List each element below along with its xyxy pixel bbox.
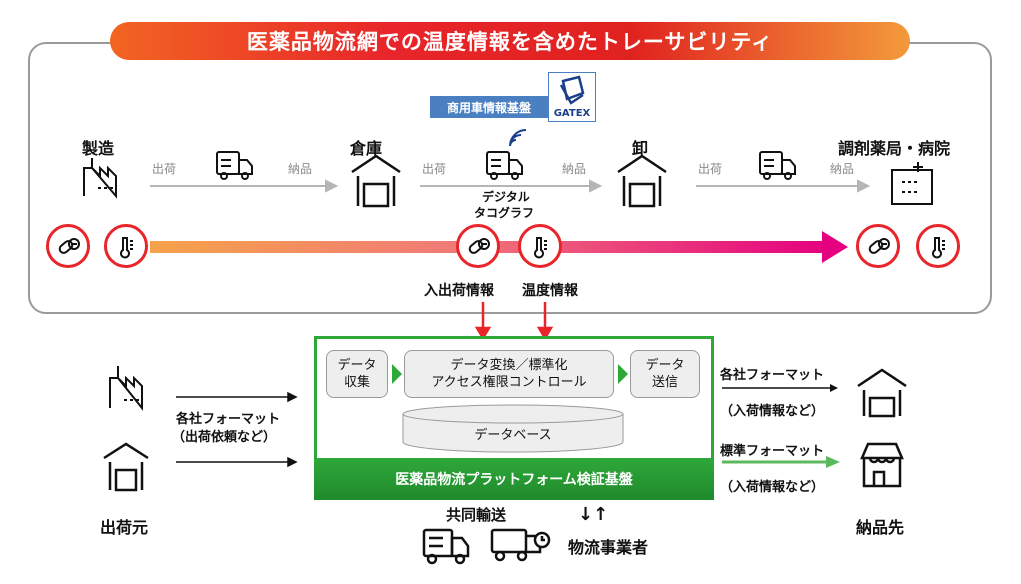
tachograph-label-1: デジタル [482,190,530,204]
gatex-label: 商用車情報基盤 [430,96,548,118]
wholesale-warehouse-icon [617,154,667,208]
right-company-format: 各社フォーマット [720,368,825,383]
ship-arrows [150,179,871,193]
thermometer-icon [932,237,945,259]
data-collect-box: データ 収集 [326,350,388,398]
right-company-format-sub: （入荷情報など） [720,404,825,419]
medicine-circle-3 [856,224,900,268]
data-send-box: データ 送信 [630,350,700,398]
right-standard-format-sub: （入荷情報など） [720,480,825,495]
data-send-line2: 送信 [651,375,678,390]
node-pharmacy: 調剤薬局・病院 [838,139,951,158]
wifi-icon [509,129,527,147]
gatex-mark-icon [559,75,585,105]
data-convert-line2: アクセス権限コントロール [431,375,587,390]
temperature-circle-2 [518,224,562,268]
carrier-label: 物流事業者 [568,538,649,557]
factory-icon [83,158,117,199]
diagram-title: 医薬品物流網での温度情報を含めたトレーサビリティ [110,22,910,60]
origin-label: 出荷元 [100,518,149,537]
joint-transport-label: 共同輸送 [446,506,507,524]
temperature-circle-3 [916,224,960,268]
destination-label: 納品先 [856,518,905,537]
pill-icon [868,238,890,254]
data-convert-line1: データ変換／標準化 [450,358,568,373]
medicine-circle-2 [456,224,500,268]
deliver-label-3: 納品 [830,162,855,176]
ship-label-3: 出荷 [698,162,723,176]
truck-icon-2 [486,151,523,180]
database-label: データベース [474,428,552,443]
ship-label-1: 出荷 [152,162,177,176]
medicine-circle-1 [46,224,90,268]
data-convert-box: データ変換／標準化 アクセス権限コントロール [404,350,614,398]
origin-factory-icon [109,366,143,411]
thermometer-icon [120,237,133,259]
platform-name: 医薬品物流プラットフォーム検証基盤 [314,458,714,500]
joint-truck-icon [422,528,470,565]
origin-warehouse-icon [103,442,149,492]
data-collect-line2: 収集 [343,375,370,390]
temperature-info-label: 温度情報 [522,283,578,299]
carrier-arrows: ↓↑ [578,504,609,525]
gatex-logo-text: GATEX [553,108,591,119]
destination-warehouse-icon [857,368,907,418]
ship-label-2: 出荷 [422,162,447,176]
store-icon [860,442,904,488]
node-manufacture: 製造 [82,139,115,158]
warehouse-icon [351,154,401,208]
pill-icon [468,238,490,254]
left-format-label: 各社フォーマット [176,412,281,427]
truck-icon-1 [216,151,253,180]
thermometer-icon [534,237,547,259]
node-warehouse: 倉庫 [350,139,383,158]
in-out-info-label: 入出荷情報 [424,283,494,299]
hospital-icon [891,162,933,205]
database-cylinder [402,404,624,453]
info-down-arrows [474,302,554,341]
gatex-logo: GATEX [548,72,596,122]
deliver-label-2: 納品 [562,162,587,176]
temperature-circle-1 [104,224,148,268]
send-arrow-icon [618,364,628,384]
truck-icon-3 [759,151,796,180]
left-format-sub: （出荷依頼など） [172,430,277,445]
tachograph-label-2: タコグラフ [474,206,535,220]
delivery-truck-clock-icon [490,528,551,562]
collect-arrow-icon [392,364,402,384]
left-input-arrows [176,391,298,468]
data-collect-line1: データ [337,358,377,373]
right-standard-format: 標準フォーマット [720,444,825,459]
flow-arrowhead [822,231,848,263]
node-wholesale: 卸 [632,139,649,158]
deliver-label-1: 納品 [288,162,313,176]
pill-icon [58,238,80,254]
data-send-line1: データ [645,358,685,373]
